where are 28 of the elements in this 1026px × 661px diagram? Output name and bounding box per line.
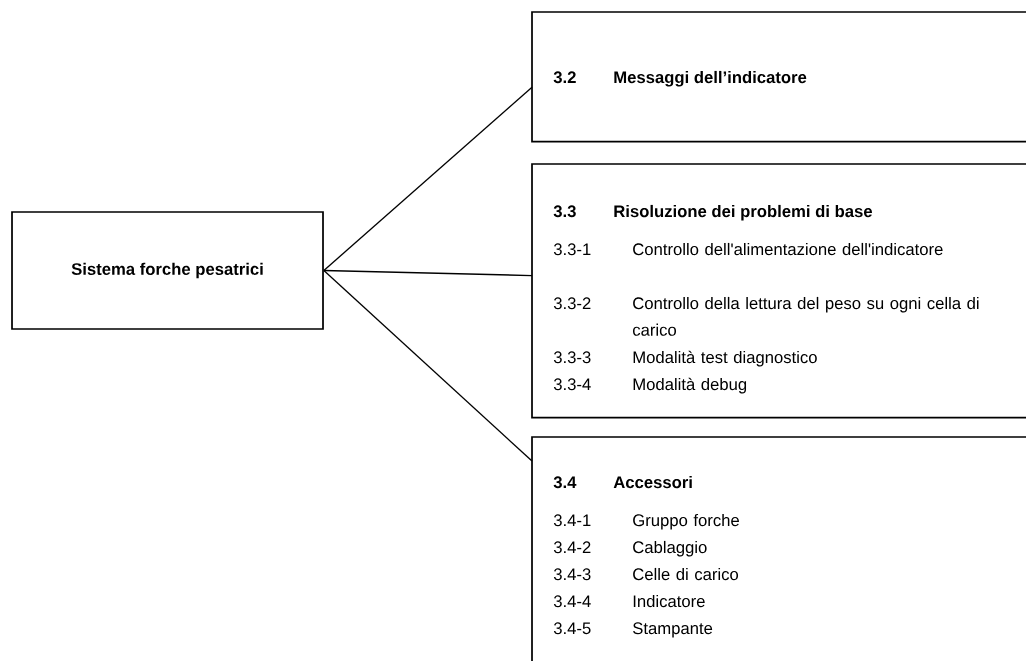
item-text: Indicatore: [633, 594, 705, 608]
item-text: Celle di carico: [633, 567, 739, 581]
connector-line: [323, 269, 533, 462]
item-number: 3.3-1: [553, 243, 591, 256]
item-number: 3.4-3: [553, 568, 591, 581]
topic-box: Sistema forche pesatrici: [11, 211, 324, 330]
item-text: Modalità debug: [633, 377, 747, 394]
section-title: Messaggi dell’indicatore: [614, 70, 807, 87]
item-text: Controllo della lettura del peso su ogni cella di carico: [633, 296, 979, 336]
item-number: 3.4-1: [553, 514, 591, 527]
item-text: Modalità test diagnostico: [633, 350, 817, 367]
item-text: Cablaggio: [633, 540, 707, 557]
item-text: Gruppo forche: [633, 513, 739, 530]
section-title: Accessori: [613, 475, 692, 489]
section-number: 3.4: [553, 476, 577, 489]
item-number: 3.3-2: [553, 297, 591, 310]
item-number: 3.4-5: [553, 622, 591, 635]
item-number: 3.4-4: [553, 595, 591, 608]
section-number: 3.2: [553, 71, 576, 84]
connector-line: [323, 86, 533, 272]
item-text: Stampante: [633, 622, 713, 638]
item-number: 3.3-3: [553, 351, 591, 364]
item-text: Controllo dell'alimentazione dell'indicatore: [633, 242, 943, 256]
section-title: Risoluzione dei problemi di base: [614, 204, 872, 221]
item-number: 3.4-2: [553, 541, 591, 554]
connector-line: [323, 269, 533, 277]
item-number: 3.3-4: [553, 378, 591, 391]
section-number: 3.3: [553, 205, 576, 218]
